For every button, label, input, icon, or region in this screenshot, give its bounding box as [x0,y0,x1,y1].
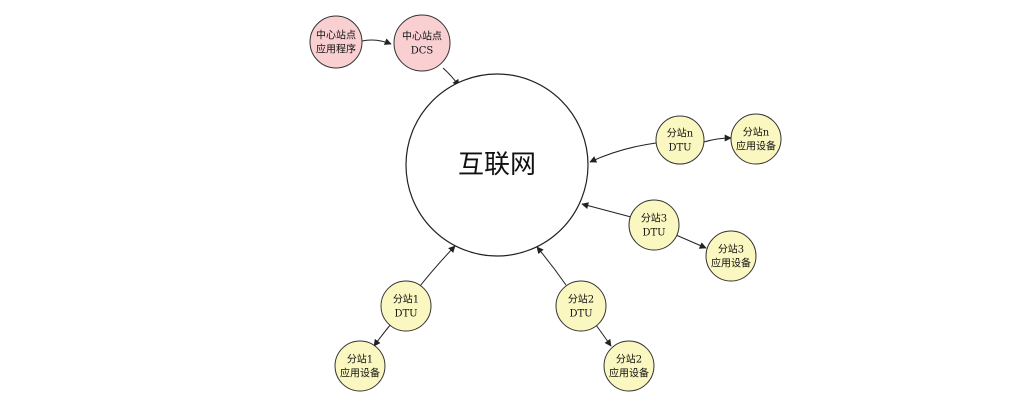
node-center-app: 中心站点 应用程序 [309,15,363,69]
node-center-dcs-circle [393,14,451,72]
node-dtu-2-circle [555,280,607,332]
edge-dtu-2-to-hub [536,246,567,286]
node-device-3-line2: 应用设备 [711,257,751,270]
edge-dtu-3-to-hub [581,202,632,218]
internet-hub: 互联网 [405,73,589,257]
node-dtu-n-line2: DTU [668,143,691,154]
node-dtu-3-circle [628,199,680,251]
node-center-dcs-line1: 中心站点 [402,30,442,43]
node-dtu-2: 分站2 DTU [555,280,607,332]
node-dtu-2-line1: 分站2 [568,293,594,306]
node-dtu-n: 分站n DTU [655,115,705,165]
edge-center-app-to-dcs [361,38,392,45]
node-dtu-1-circle [380,280,432,332]
node-device-1-line2: 应用设备 [340,367,380,380]
node-dtu-1-line2: DTU [394,309,417,320]
internet-hub-circle [405,73,589,257]
edge-dtu-1-to-device-1 [373,323,392,347]
node-dtu-1: 分站1 DTU [380,280,432,332]
node-dtu-3-line1: 分站3 [641,212,667,225]
node-dtu-1-line1: 分站1 [393,293,419,306]
node-dtu-n-line1: 分站n [667,127,694,140]
node-center-dcs-line2: DCS [411,46,434,57]
node-device-n-line2: 应用设备 [736,140,776,153]
node-dtu-3: 分站3 DTU [628,199,680,251]
node-device-3: 分站3 应用设备 [705,230,757,282]
edge-dtu-3-to-device-3 [675,234,707,249]
node-center-app-line2: 应用程序 [316,43,356,56]
node-device-1-circle [334,340,386,392]
node-device-2-line2: 应用设备 [609,367,649,380]
node-device-n-line1: 分站n [743,126,770,139]
node-dtu-2-line2: DTU [569,309,592,320]
node-device-2-line1: 分站2 [616,353,642,366]
node-center-app-line1: 中心站点 [316,29,356,42]
edge-dtu-n-to-hub [589,142,657,163]
node-dtu-n-circle [655,115,705,165]
node-device-1-line1: 分站1 [347,353,373,366]
node-device-n: 分站n 应用设备 [730,113,782,165]
node-device-1: 分站1 应用设备 [334,340,386,392]
node-device-n-circle [730,113,782,165]
node-device-2-circle [603,340,655,392]
edge-dtu-1-to-hub [419,245,456,287]
internet-hub-label: 互联网 [458,150,536,180]
node-device-2: 分站2 应用设备 [603,340,655,392]
node-device-3-circle [705,230,757,282]
node-dtu-3-line2: DTU [642,228,665,239]
edge-dtu-n-to-device-n [703,134,732,143]
edge-dtu-2-to-device-2 [595,324,612,347]
node-device-3-line1: 分站3 [718,243,744,256]
node-center-dcs: 中心站点 DCS [393,14,451,72]
edges [361,38,732,347]
node-center-app-circle [309,15,363,69]
